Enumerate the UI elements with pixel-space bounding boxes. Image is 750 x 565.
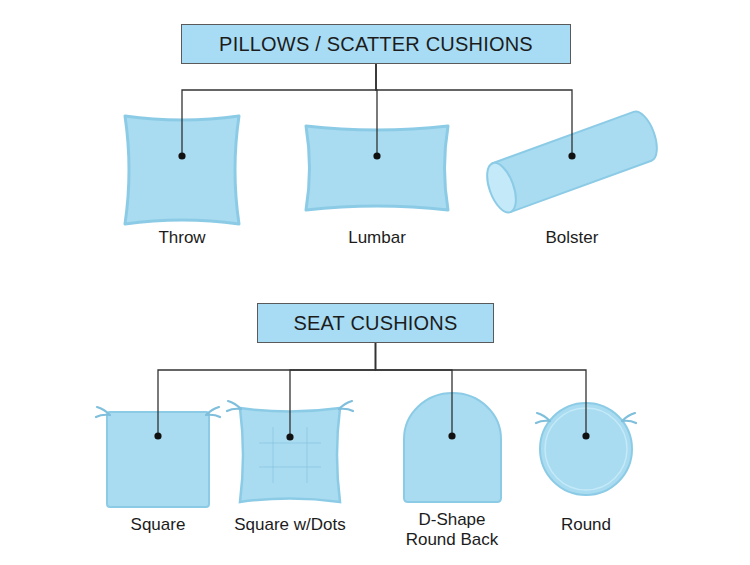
- tufted-seat-cushion: Square w/Dots: [215, 398, 365, 535]
- throw-pillow-drawing: [107, 108, 257, 228]
- cushion-label: Bolster: [467, 228, 677, 248]
- round-seat-cushion-drawing: [511, 390, 661, 515]
- round-seat-cushion: Round: [511, 390, 661, 535]
- d-shape-seat-cushion-drawing: [377, 390, 527, 510]
- cushion-label: D-Shape Round Back: [397, 510, 507, 550]
- cushion-label: Throw: [77, 228, 287, 248]
- square-seat-cushion: Square: [83, 398, 233, 535]
- cushion-label: Lumbar: [272, 228, 482, 248]
- cushion-label: Square: [53, 515, 263, 535]
- d-shape-seat-cushion: D-Shape Round Back: [377, 390, 527, 550]
- cushion-label: Square w/Dots: [185, 515, 395, 535]
- bolster-pillow: Bolster: [497, 108, 647, 248]
- header-text: SEAT CUSHIONS: [293, 312, 457, 335]
- lumbar-pillow: Lumbar: [302, 108, 452, 248]
- bolster-pillow-drawing: [497, 108, 647, 228]
- cushion-label: Round: [481, 515, 691, 535]
- throw-pillow: Throw: [107, 108, 257, 248]
- header-text: PILLOWS / SCATTER CUSHIONS: [219, 33, 533, 56]
- tufted-seat-cushion-drawing: [215, 398, 365, 515]
- lumbar-pillow-drawing: [302, 108, 452, 228]
- category-header: SEAT CUSHIONS: [257, 303, 494, 343]
- category-header: PILLOWS / SCATTER CUSHIONS: [181, 24, 571, 64]
- square-seat-cushion-drawing: [83, 398, 233, 515]
